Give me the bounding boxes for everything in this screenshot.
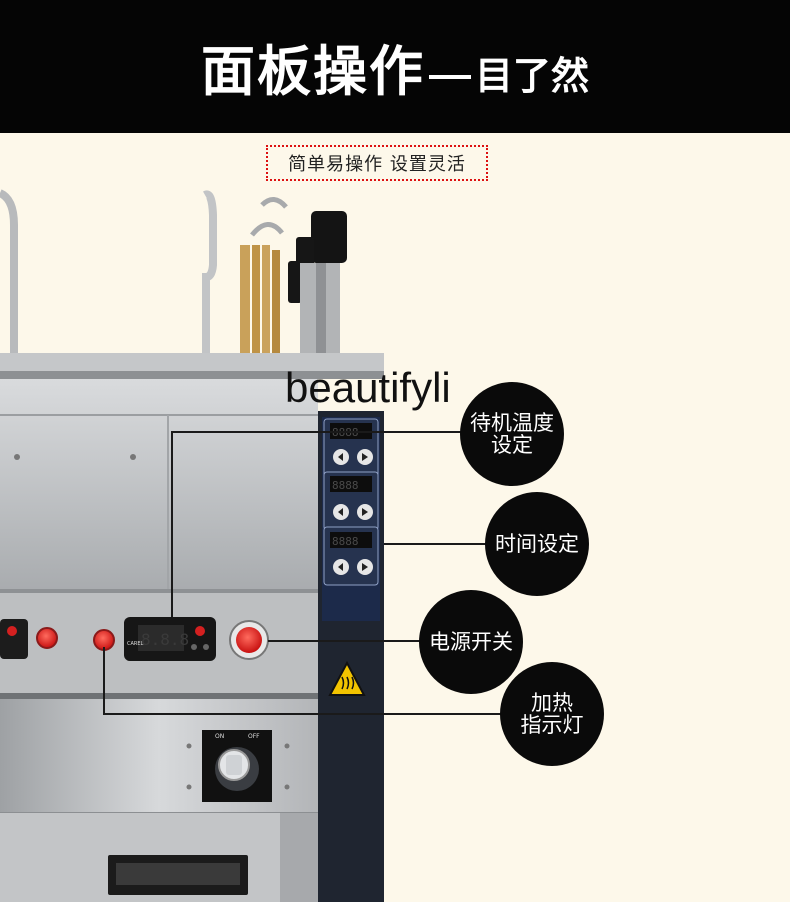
header-title-tail: 目了然 xyxy=(474,54,589,98)
standby-temp-controller: 8.8.8 CAREL xyxy=(124,617,216,661)
callout-standby-temp: 待机温度 设定 xyxy=(460,382,564,486)
left-controller xyxy=(0,619,28,659)
switch-label-off: OFF xyxy=(248,733,260,740)
faucet-middle xyxy=(202,190,217,375)
callout-leader-lines xyxy=(103,431,501,715)
header-title-main: 面板操作 xyxy=(200,40,425,103)
watermark-text: beautifyli xyxy=(285,364,451,411)
callout-time-setting: 时间设定 xyxy=(485,492,589,596)
product-photo: 8.8.8 CAREL 8888 8888 xyxy=(0,189,501,902)
svg-text:8.8.8: 8.8.8 xyxy=(141,630,189,649)
svg-text:8888: 8888 xyxy=(332,479,359,492)
faucet-left xyxy=(0,189,18,375)
cooker-upper-panel xyxy=(0,379,318,589)
hot-surface-warning-icon xyxy=(328,660,366,696)
subtitle-box: 简单易操作 设置灵活 xyxy=(266,145,488,181)
callout-heating-indicator-label: 加热 指示灯 xyxy=(520,690,584,737)
subtitle-text: 简单易操作 设置灵活 xyxy=(288,154,466,175)
timer-module-3: 8888 xyxy=(323,526,379,586)
power-switch xyxy=(229,620,269,660)
svg-text:8888: 8888 xyxy=(332,535,359,548)
switch-label-on: ON xyxy=(215,733,224,740)
controller-brand: CAREL xyxy=(127,641,144,647)
header-title-dash xyxy=(428,74,471,79)
timer-control-panel: 8888 8888 8888 xyxy=(318,411,384,902)
callout-power-switch: 电源开关 xyxy=(419,590,523,694)
callout-time-setting-label: 时间设定 xyxy=(495,531,579,556)
header-banner: 面板操作 目了然 xyxy=(0,0,790,133)
timer-module-2: 8888 xyxy=(323,471,379,531)
timer-module-1: 8888 xyxy=(323,418,379,478)
indicator-lamp xyxy=(36,627,58,649)
callout-heating-indicator: 加热 指示灯 xyxy=(500,662,604,766)
rotary-switch: ON OFF xyxy=(186,730,290,802)
callout-standby-temp-label: 待机温度 设定 xyxy=(470,410,554,457)
callout-power-switch-label: 电源开关 xyxy=(429,629,513,654)
